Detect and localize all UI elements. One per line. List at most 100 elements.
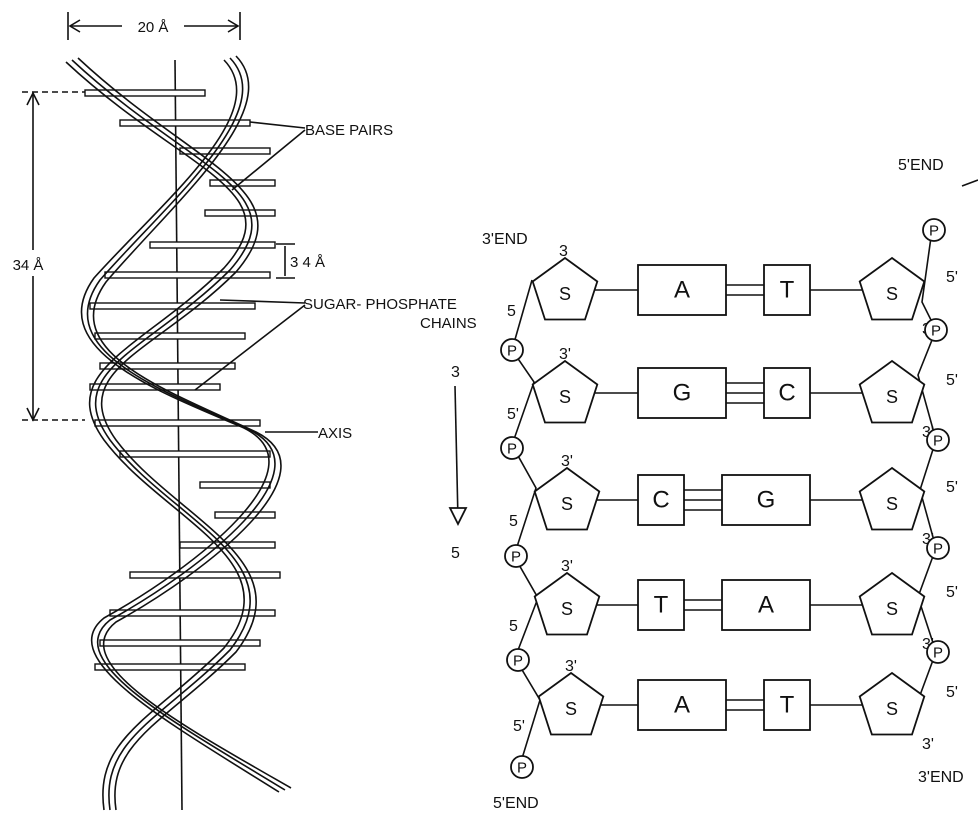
sugar-letter: S: [886, 599, 898, 619]
base-letter: T: [780, 692, 795, 719]
left-3-prime-label: 3: [559, 243, 568, 260]
axis-label: AXIS: [318, 425, 352, 442]
base-box: [721, 474, 811, 526]
left-5-prime-label: 5': [507, 406, 519, 423]
sugar-letter: S: [559, 387, 571, 407]
left-5-prime-label: 5': [513, 718, 525, 735]
end-tick-mark: [961, 179, 978, 187]
left-3-prime-label: 3': [559, 346, 571, 363]
phosphate-letter: P: [507, 441, 517, 458]
base-letter: G: [673, 380, 692, 407]
strand-direction-arrow: 3 5: [448, 364, 468, 562]
rung: [119, 119, 251, 127]
sugar-pentagon: [858, 571, 926, 636]
left-3-prime-label: 3': [565, 658, 577, 675]
rung: [104, 271, 271, 279]
right-5-prime-label: 5': [946, 684, 958, 701]
right-3-prime-label: 3': [922, 531, 934, 548]
base-box: [763, 264, 811, 316]
base-pair-rungs: [84, 89, 281, 671]
width-dimension: 20 Å: [67, 12, 241, 40]
left-3-prime-label: 3': [561, 558, 573, 575]
sugar-phosphate-label: SUGAR- PHOSPHATE: [303, 296, 457, 313]
rung: [109, 609, 276, 617]
right-5-prime-label: 5': [946, 479, 958, 496]
right-top-end-label: 5'END: [898, 157, 944, 174]
base-letter: C: [652, 487, 669, 514]
base-letter: T: [654, 592, 669, 619]
phosphate-letter: P: [929, 223, 939, 240]
base-letter: G: [757, 487, 776, 514]
right-bottom-end-label: 3'END: [918, 769, 964, 786]
rise-label: 3 4 Å: [290, 254, 325, 271]
phosphate-letter: P: [517, 760, 527, 777]
ladder-schematic: 3'END 5'END 5'END 3'END 3 5 A T S S 3 5 5' 3' G C…: [448, 157, 978, 812]
right-3-prime-label: 3': [922, 424, 934, 441]
sugar-phosphate-strand-1: [65, 57, 259, 811]
base-box: [637, 679, 727, 731]
phosphate-letter: P: [513, 653, 523, 670]
sugar-pentagon: [858, 359, 926, 424]
rung: [84, 89, 206, 97]
rung: [94, 663, 246, 671]
sugar-pentagon: [531, 256, 599, 321]
phosphate-letter: P: [507, 343, 517, 360]
sugar-pentagon: [533, 571, 601, 636]
rung: [99, 362, 236, 370]
base-box: [763, 679, 811, 731]
sugar-letter: S: [561, 599, 573, 619]
sugar-letter: S: [565, 699, 577, 719]
sugar-letter: S: [886, 494, 898, 514]
width-label: 20 Å: [138, 19, 169, 36]
rung: [199, 481, 271, 489]
sugar-pentagon: [531, 359, 599, 424]
left-bottom-end-label: 5'END: [493, 795, 539, 812]
right-5-prime-label: 5': [946, 269, 958, 286]
rung: [214, 511, 276, 519]
phosphate-letter: P: [931, 323, 941, 340]
direction-top-label: 3: [451, 364, 460, 381]
left-5-prime-label: 5: [507, 303, 516, 320]
rung: [89, 302, 256, 310]
base-pairs-label: BASE PAIRS: [305, 122, 393, 139]
phosphate-letter: P: [511, 549, 521, 566]
pitch-dimension: 34 Å: [4, 91, 85, 422]
base-letter: T: [780, 277, 795, 304]
phosphate-letter: P: [933, 645, 943, 662]
base-box: [637, 264, 727, 316]
phosphate-letter: P: [933, 541, 943, 558]
phosphate-letter: P: [933, 433, 943, 450]
rung: [204, 209, 276, 217]
rung: [209, 179, 276, 187]
right-phosphates: P P P P P: [922, 218, 950, 664]
base-box: [637, 474, 685, 526]
sugar-letter: S: [886, 387, 898, 407]
right-5-prime-label: 5': [946, 584, 958, 601]
left-top-end-label: 3'END: [482, 231, 528, 248]
right-5-prime-label: 5': [946, 372, 958, 389]
sugar-phosphate-strand-2: [80, 55, 292, 793]
left-phosphates: P P P P P: [500, 338, 534, 779]
sugar-pentagon: [537, 671, 605, 736]
rung: [94, 332, 246, 340]
base-pair-rows: ATSS355'3'GCSS3'5'5'3'CGSS3'55'3'TASS3'5…: [507, 243, 958, 753]
rung: [129, 571, 281, 579]
left-5-prime-label: 5: [509, 513, 518, 530]
sugar-letter: S: [886, 699, 898, 719]
base-letter: A: [674, 277, 690, 304]
direction-bottom-label: 5: [451, 545, 460, 562]
double-helix-figure: 20 Å 34 Å 3 4 Å BASE PAIRS SUGAR- PH: [4, 12, 477, 811]
sugar-letter: S: [886, 284, 898, 304]
base-box: [637, 367, 727, 419]
base-box: [637, 579, 685, 631]
helix-axis-line: [174, 59, 183, 811]
base-letter: A: [758, 592, 774, 619]
base-box: [721, 579, 811, 631]
helix-labels: BASE PAIRS SUGAR- PHOSPHATE CHAINS AXIS: [194, 121, 477, 442]
rung: [119, 450, 271, 458]
